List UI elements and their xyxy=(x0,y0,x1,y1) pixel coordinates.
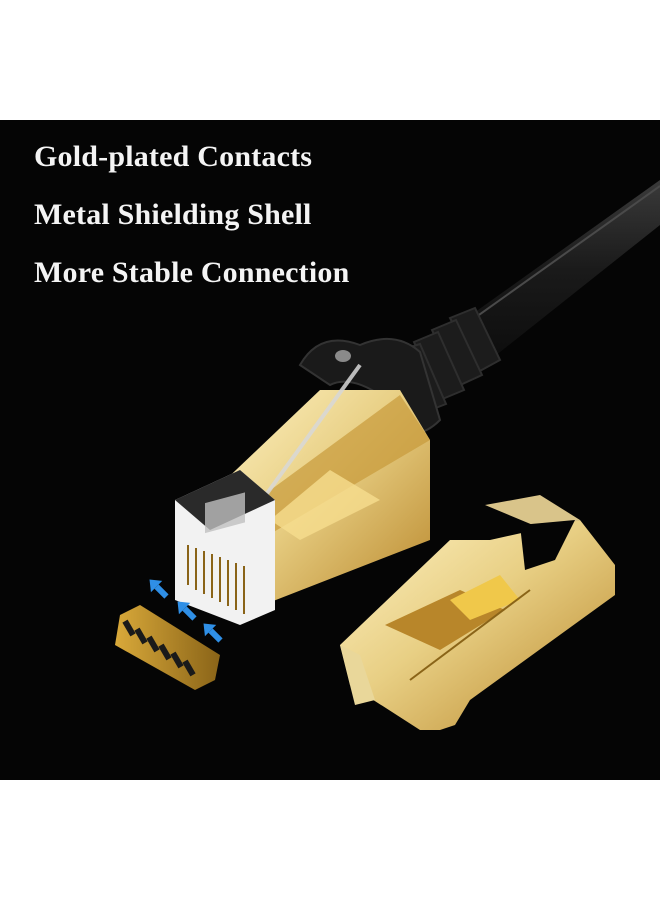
insertion-arrows xyxy=(149,579,223,643)
gold-contact-strip xyxy=(115,605,220,690)
feature-stable-connection: More Stable Connection xyxy=(34,256,350,289)
rj45-connector-illustration xyxy=(115,180,660,730)
metal-shielding-shell xyxy=(340,495,615,730)
feature-list: Gold-plated Contacts Metal Shielding She… xyxy=(34,142,350,316)
feature-gold-plated-contacts: Gold-plated Contacts xyxy=(34,140,313,173)
product-image-panel: Gold-plated Contacts Metal Shielding She… xyxy=(0,120,660,780)
black-cable xyxy=(450,180,660,360)
gold-plated-connector xyxy=(175,363,430,625)
feature-metal-shielding-shell: Metal Shielding Shell xyxy=(34,198,312,231)
